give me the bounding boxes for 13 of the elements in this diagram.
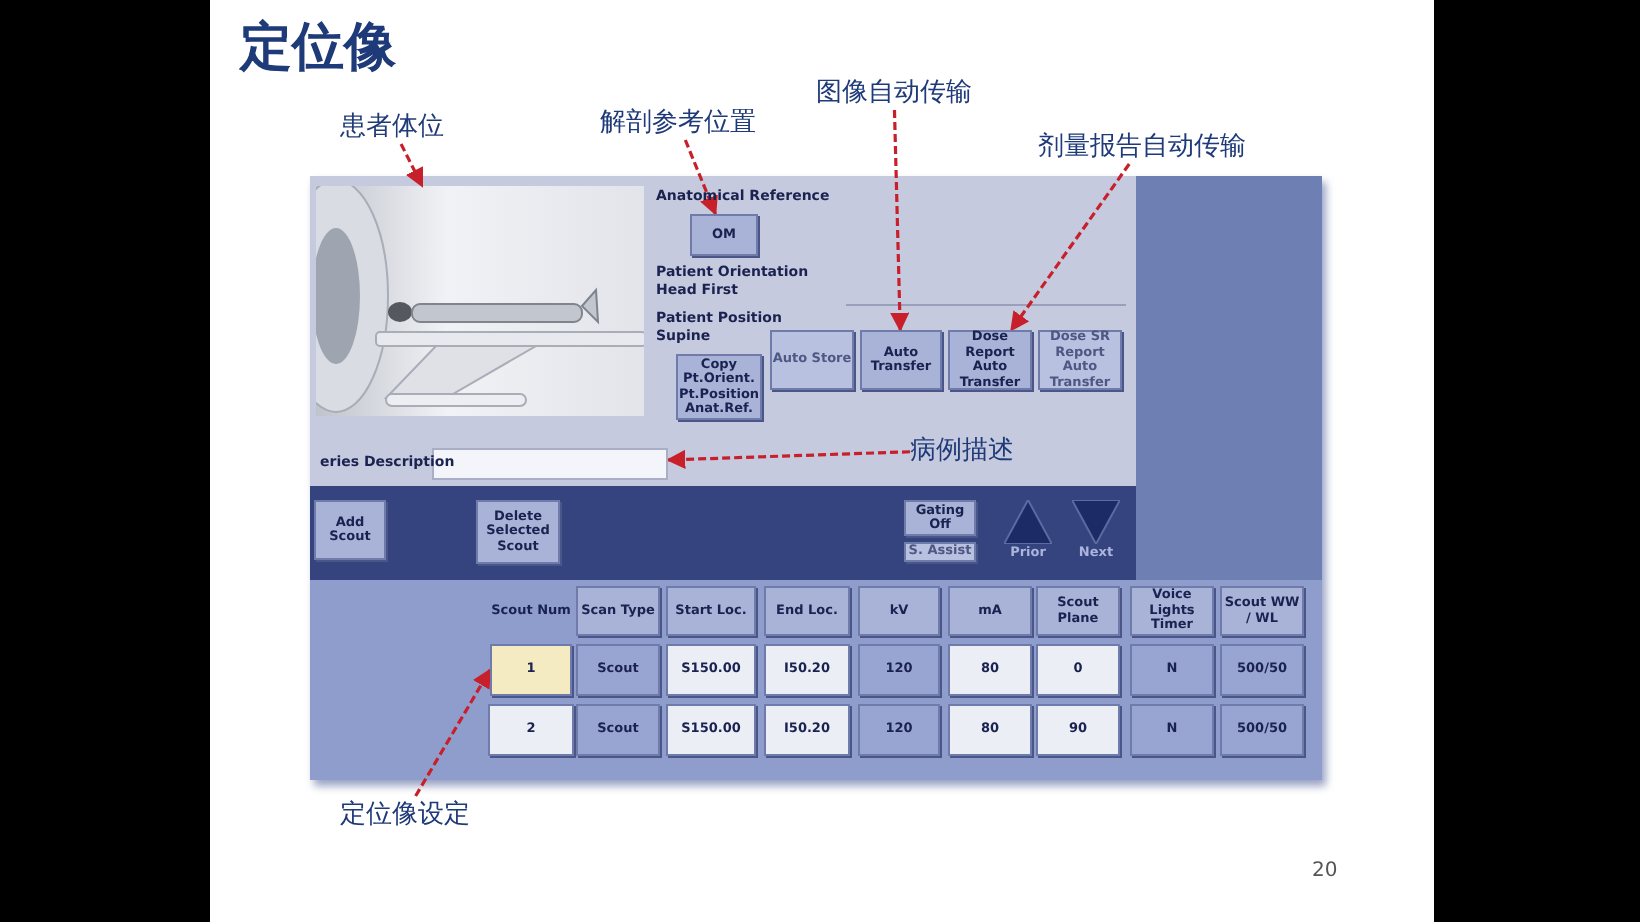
annotation-text: 解剖参考位置 [600,104,756,140]
patient-table-drawing [316,186,644,416]
annotation-text: 患者体位 [340,108,444,144]
leader-arrow [890,109,910,332]
slide-title: 定位像 [240,16,396,82]
annotation-text: 定位像设定 [340,796,470,832]
leader-arrow [683,139,718,216]
leader-arrow [666,449,911,469]
page-number: 20 [1312,860,1338,882]
annotation-text: 图像自动传输 [816,74,972,110]
annotation-text: 剂量报告自动传输 [1038,128,1246,164]
leader-arrow [399,143,424,188]
annotation-text: 病例描述 [910,432,1014,468]
